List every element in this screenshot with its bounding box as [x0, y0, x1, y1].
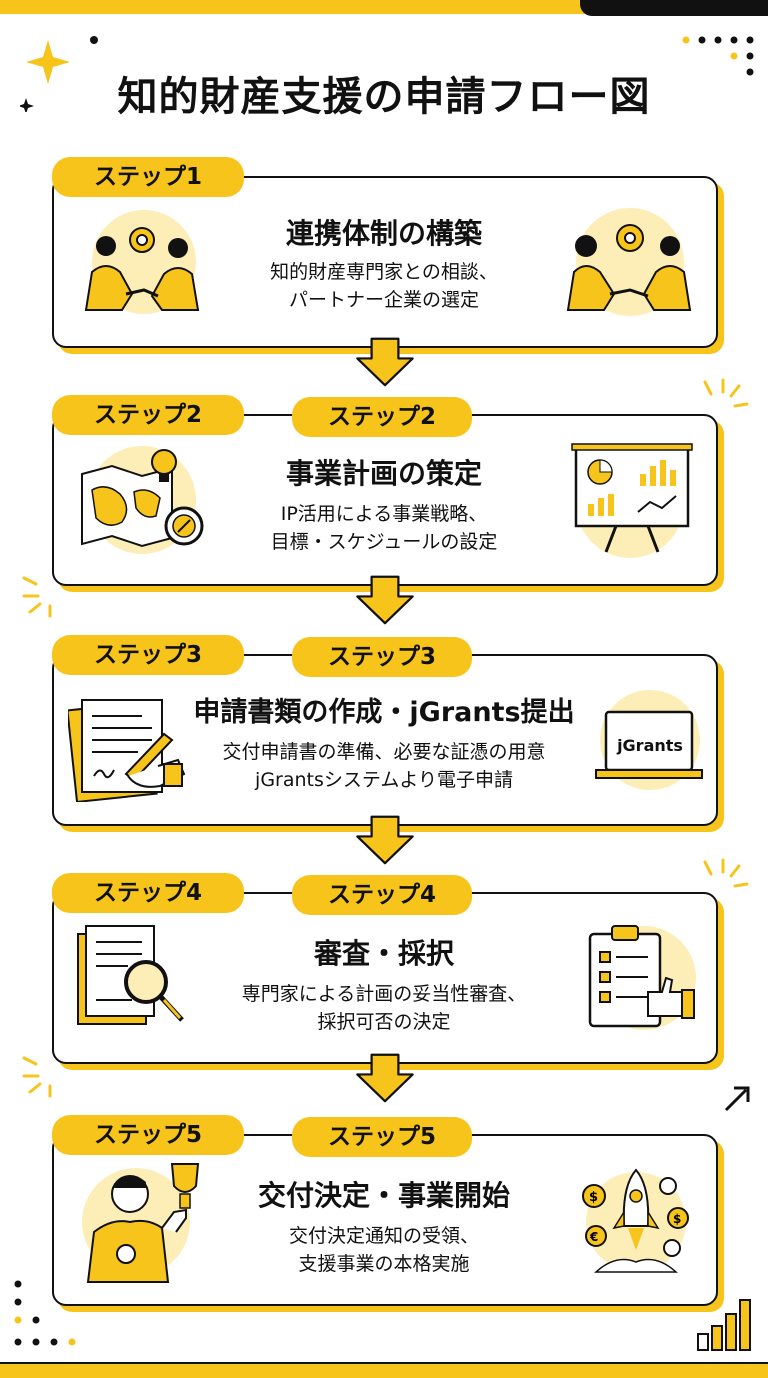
burst-lines-icon	[22, 576, 52, 618]
document-signing-icon	[68, 699, 186, 802]
step-description-line: 交付申請書の準備、必要な証憑の用意	[222, 741, 546, 763]
badge-connector	[244, 654, 292, 656]
step-description-line: パートナー企業の選定	[288, 289, 479, 311]
bottom-accent-bar	[0, 1362, 768, 1378]
person-trophy-icon	[82, 1163, 200, 1283]
step-badge: ステップ1	[52, 157, 244, 197]
step-description-line: 支援事業の本格実施	[298, 1253, 470, 1275]
step-title: 交付決定・事業開始	[257, 1179, 510, 1212]
burst-lines-icon	[22, 1056, 52, 1098]
chart-board-icon	[571, 443, 693, 558]
step-description-line: 知的財産専門家との相談、	[270, 261, 498, 283]
step-description-line: jGrantsシステムより電子申請	[255, 769, 513, 791]
bar-chart-icon	[697, 1299, 751, 1351]
top-dark-bar	[580, 0, 768, 16]
checklist-thumbs-up-icon	[588, 925, 696, 1030]
step-description: 知的財産専門家との相談、 パートナー企業の選定	[200, 258, 568, 314]
down-arrow-icon	[356, 1053, 414, 1103]
burst-lines-icon	[703, 378, 749, 408]
step-badge-center: ステップ2	[292, 397, 472, 437]
burst-lines-icon	[703, 858, 749, 888]
laptop-icon	[595, 690, 703, 790]
step-badge: ステップ3	[52, 635, 244, 675]
badge-connector	[244, 414, 292, 416]
step-badge-center: ステップ3	[292, 637, 472, 677]
sparkle-icon	[20, 36, 98, 112]
badge-connector	[244, 1134, 292, 1136]
step-description: 交付申請書の準備、必要な証憑の用意 jGrantsシステムより電子申請	[170, 738, 598, 794]
laptop-screen-label: jGrants	[617, 736, 683, 755]
step-badge: ステップ2	[52, 395, 244, 435]
dot-grid-icon	[682, 36, 754, 76]
badge-connector	[244, 892, 292, 894]
document-magnifier-icon	[77, 925, 184, 1025]
rocket-coins-icon: $ € $	[582, 1168, 689, 1273]
svg-text:$: $	[673, 1212, 681, 1226]
step-badge-center: ステップ4	[292, 875, 472, 915]
dot-grid-icon	[14, 1280, 76, 1346]
page-title: 知的財産支援の申請フロー図	[117, 74, 651, 120]
step-title: 事業計画の策定	[285, 457, 482, 490]
step-description-line: IP活用による事業戦略、	[280, 503, 488, 525]
down-arrow-icon	[356, 815, 414, 865]
step-badge: ステップ4	[52, 873, 244, 913]
step-badge-center: ステップ5	[292, 1117, 472, 1157]
handshake-gear-icon	[566, 208, 692, 316]
step-title: 申請書類の作成・jGrants提出	[193, 697, 575, 728]
down-arrow-icon	[356, 337, 414, 387]
handshake-gear-icon	[84, 210, 200, 314]
step-description-line: 交付決定通知の受領、	[288, 1225, 479, 1247]
step-title: 審査・採択	[313, 937, 454, 970]
down-arrow-icon	[356, 575, 414, 625]
step-description: 専門家による計画の妥当性審査、 採択可否の決定	[190, 980, 578, 1036]
map-lightbulb-compass-icon	[81, 446, 204, 554]
svg-text:€: €	[589, 1230, 598, 1244]
step-description: 交付決定通知の受領、 支援事業の本格実施	[200, 1222, 568, 1278]
arrow-up-right-icon	[724, 1086, 750, 1112]
step-description-line: 採択可否の決定	[317, 1011, 451, 1033]
svg-text:$: $	[589, 1190, 598, 1205]
step-badge: ステップ5	[52, 1115, 244, 1155]
step-description-line: 目標・スケジュールの設定	[270, 531, 498, 553]
step-title: 連携体制の構築	[285, 217, 482, 250]
top-accent-bar	[0, 0, 600, 14]
step-description-line: 専門家による計画の妥当性審査、	[241, 983, 527, 1005]
step-description: IP活用による事業戦略、 目標・スケジュールの設定	[200, 500, 568, 556]
